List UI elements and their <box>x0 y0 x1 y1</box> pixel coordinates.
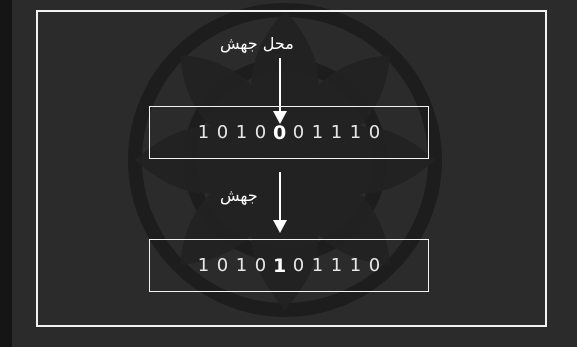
mutated-bit: 1 <box>235 254 248 276</box>
mutated-bit: 1 <box>197 254 210 276</box>
mutated-bit: 1 <box>330 254 343 276</box>
original-bit: 0 <box>292 121 305 143</box>
original-bit: 0 <box>254 121 267 143</box>
original-bit: 0 <box>368 121 381 143</box>
mutated-bit-highlighted: 1 <box>273 254 287 277</box>
mutated-bit: 0 <box>368 254 381 276</box>
left-edge-strip <box>0 0 12 347</box>
mutation-site-label: محل جهش <box>220 34 294 53</box>
original-bit: 1 <box>235 121 248 143</box>
original-bit: 0 <box>216 121 229 143</box>
original-bit-highlighted: 0 <box>273 121 287 144</box>
arrow-top <box>273 58 287 124</box>
mutated-bit: 0 <box>216 254 229 276</box>
mutated-bit: 0 <box>254 254 267 276</box>
original-bit: 1 <box>330 121 343 143</box>
original-bit: 1 <box>349 121 362 143</box>
mutation-label: جهش <box>220 186 258 205</box>
mutated-bit: 0 <box>292 254 305 276</box>
original-bit: 1 <box>311 121 324 143</box>
outer-frame <box>36 10 547 327</box>
mutated-bit: 1 <box>349 254 362 276</box>
mutated-bit: 1 <box>311 254 324 276</box>
original-bit: 1 <box>197 121 210 143</box>
arrow-middle <box>273 172 287 233</box>
